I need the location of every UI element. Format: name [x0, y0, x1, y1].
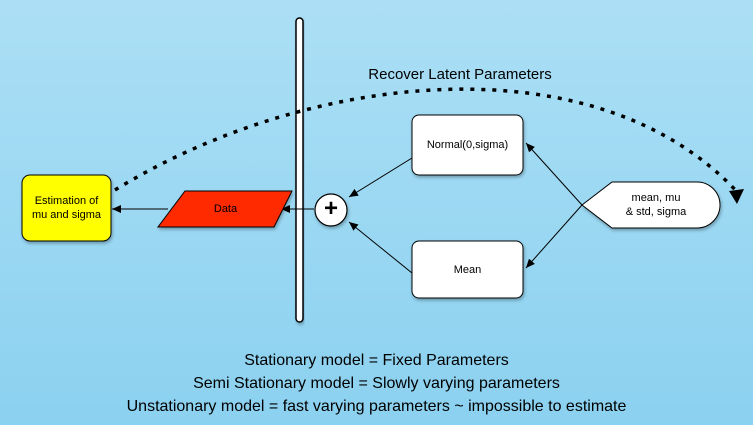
footer-semi-stationary: Semi Stationary model = Slowly varying p… — [193, 375, 560, 392]
recover-curve-arrow — [114, 87, 742, 197]
arrow-params-to-mean — [525, 204, 583, 269]
sum-label: + — [323, 195, 338, 222]
footer-unstationary: Unstationary model = fast varying parame… — [126, 398, 627, 415]
recover-curve-arrowhead — [729, 189, 744, 204]
footer-stationary: Stationary model = Fixed Parameters — [244, 352, 509, 369]
normal-label: Normal(0,sigma) — [426, 139, 509, 151]
mean-box — [411, 240, 524, 299]
separator-bar — [295, 17, 304, 323]
arrow-mean-to-sum — [348, 221, 413, 274]
normal-box — [411, 114, 524, 176]
params-label: mean, mu & std, sigma — [625, 192, 687, 218]
arrow-normal-to-sum — [348, 157, 413, 198]
sum-node — [314, 193, 348, 227]
data-label: Data — [213, 203, 238, 215]
estimation-box — [21, 174, 112, 242]
params-node — [581, 181, 721, 229]
diagram-title: Recover Latent Parameters — [368, 66, 552, 83]
mean-label: Mean — [453, 264, 482, 276]
arrow-params-to-normal — [525, 142, 583, 206]
data-parallelogram — [157, 190, 293, 228]
estimation-label: Estimation of mu and sigma — [31, 195, 102, 221]
